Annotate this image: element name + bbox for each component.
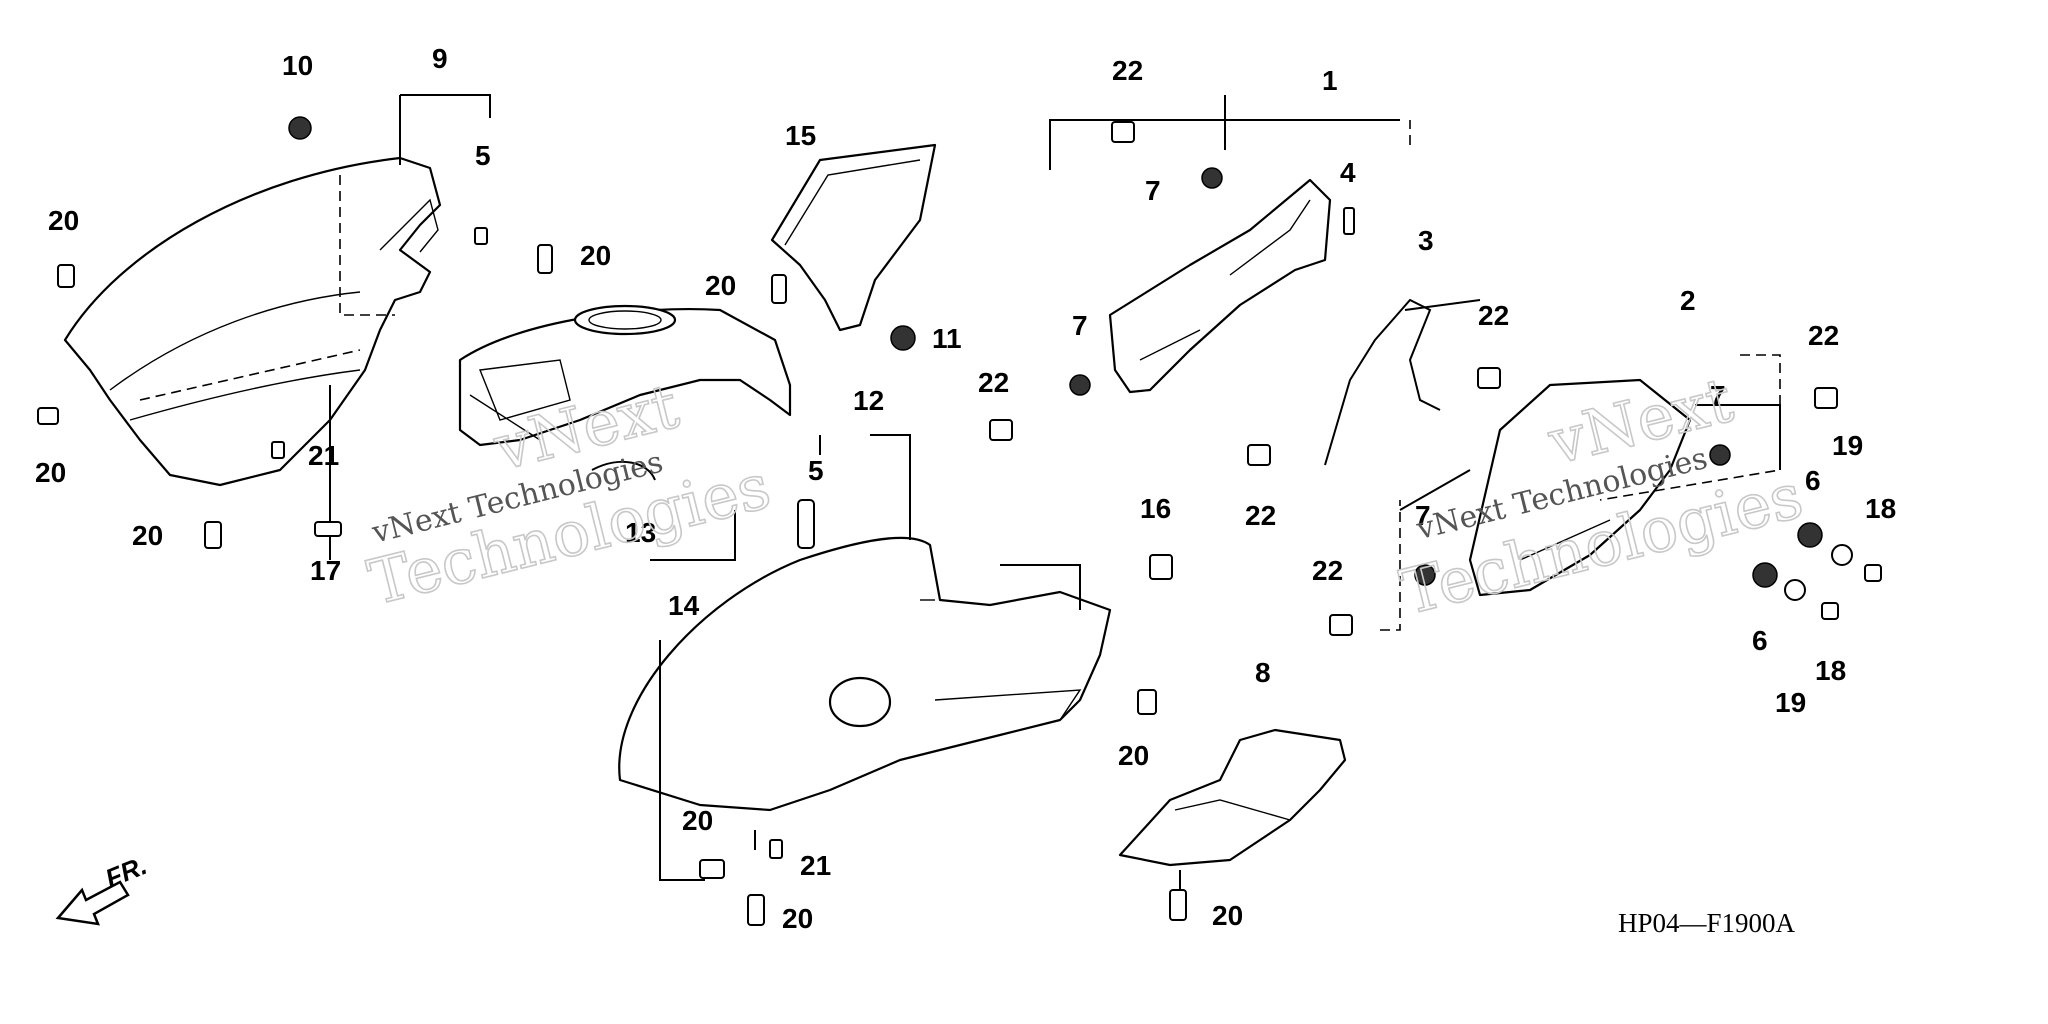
seal-5-b[interactable] [797,499,815,549]
clip-5-a[interactable] [474,227,488,245]
callout-22c: 22 [1245,500,1276,531]
callout-22f: 22 [1312,555,1343,586]
callout-7b: 7 [1072,310,1088,341]
callout-10: 10 [282,50,313,81]
callout-15: 15 [785,120,816,151]
callout-21b: 21 [800,850,831,881]
callout-5a: 5 [475,140,491,171]
callout-7c: 7 [1710,380,1726,411]
bolt-22-e[interactable] [1814,387,1838,409]
bolt-17[interactable] [314,521,342,537]
bolt-22-c[interactable] [1247,444,1271,466]
callout-2: 2 [1680,285,1696,316]
clip-20-a[interactable] [57,264,75,288]
side-panel-part[interactable] [1468,378,1692,597]
callout-12: 12 [853,385,884,416]
side-cover-part[interactable] [618,536,1112,812]
callout-20i: 20 [1212,900,1243,931]
callout-20a: 20 [48,205,79,236]
callout-20e: 20 [705,270,736,301]
clamp-13[interactable] [591,460,656,481]
hardware [37,116,1882,926]
callout-14: 14 [668,590,700,621]
callout-19a: 19 [1832,430,1863,461]
grommet-7-b[interactable] [1069,374,1091,396]
callout-1: 1 [1322,65,1338,96]
callout-labels: 1 2 3 4 5 5 6 6 7 7 7 7 8 9 10 11 12 13 … [35,43,1896,934]
callout-8: 8 [1255,657,1271,688]
clip-20-b[interactable] [37,407,59,425]
callout-22b: 22 [978,367,1009,398]
front-fender-part[interactable] [63,156,442,487]
callout-5b: 5 [808,455,824,486]
screw-18-b[interactable] [1821,602,1839,620]
bolt-22-d[interactable] [1477,367,1501,389]
callout-6a: 6 [1805,465,1821,496]
bolt-22-a[interactable] [1111,121,1135,143]
bolt-22-f[interactable] [1329,614,1353,636]
washer-19-a[interactable] [1831,544,1853,566]
callout-11: 11 [932,323,962,354]
rear-guard-part[interactable] [1118,728,1347,867]
grommet-7-c[interactable] [1709,444,1731,466]
callout-9: 9 [432,43,448,74]
callout-20d: 20 [580,240,611,271]
callout-19b: 19 [1775,687,1806,718]
nut-11[interactable] [890,325,916,351]
clip-20-c[interactable] [204,521,222,549]
washer-19-b[interactable] [1784,579,1806,601]
pin-4[interactable] [1343,207,1355,235]
bolt-22-b[interactable] [989,419,1013,441]
callout-16: 16 [1140,493,1171,524]
front-arrow-icon [55,880,130,926]
callout-20c: 20 [132,520,163,551]
callout-20f: 20 [1118,740,1149,771]
leader-lines [329,94,1781,890]
screw-18-a[interactable] [1864,564,1882,582]
clip-20-h[interactable] [747,894,765,926]
grommet-7-a[interactable] [1201,167,1223,189]
nut-6-b[interactable] [1752,562,1778,588]
screw-21-b[interactable] [769,839,783,859]
callout-20h: 20 [782,903,813,934]
callout-7d: 7 [1415,500,1431,531]
bracket-part[interactable] [770,143,937,332]
fuel-tank-cover-part[interactable] [458,304,792,447]
callout-20g: 20 [682,805,713,836]
callout-3: 3 [1418,225,1434,256]
callout-6b: 6 [1752,625,1768,656]
callout-18b: 18 [1815,655,1846,686]
clip-20-g[interactable] [699,859,725,879]
nut-6-a[interactable] [1797,522,1823,548]
callout-17: 17 [310,555,341,586]
callout-13: 13 [625,517,656,548]
callout-22e: 22 [1808,320,1839,351]
nut-10[interactable] [288,116,312,140]
callout-18a: 18 [1865,493,1896,524]
callout-7a: 7 [1145,175,1161,206]
diagram-code: HP04—F1900A [1618,908,1796,938]
callout-20b: 20 [35,457,66,488]
clip-20-i[interactable] [1169,889,1187,921]
callout-21a: 21 [308,440,339,471]
inner-panel-part[interactable] [1108,178,1332,394]
grommet-7-d[interactable] [1414,564,1436,586]
front-direction-indicator: FR. [55,850,151,926]
callout-22d: 22 [1478,300,1509,331]
screw-21-a[interactable] [271,441,285,459]
clip-20-f[interactable] [1137,689,1157,715]
clip-20-d[interactable] [537,244,553,274]
clip-20-e[interactable] [771,274,787,304]
wire-clamp-part[interactable] [1324,298,1441,466]
bolt-16[interactable] [1149,554,1173,580]
callout-22a: 22 [1112,55,1143,86]
callout-4: 4 [1340,157,1356,188]
